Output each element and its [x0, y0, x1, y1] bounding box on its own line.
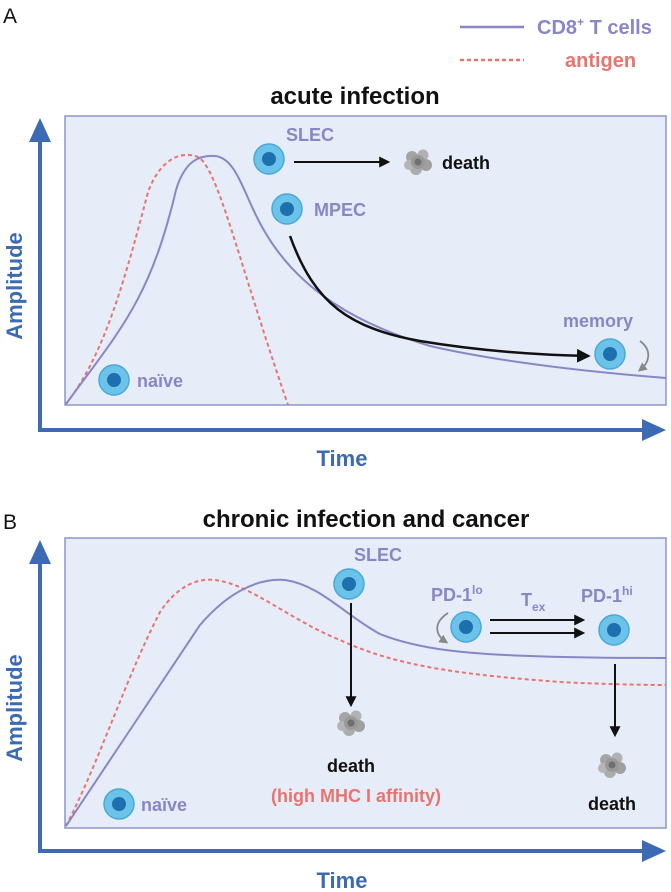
panel-b-slec-label: SLEC — [354, 545, 402, 565]
panel-b-naive-label: naïve — [141, 795, 187, 815]
panel-a-mpec-label: MPEC — [314, 200, 366, 220]
panel-a-mpec-cell — [271, 193, 303, 225]
panel-b-pd1-hi-label: PD-1hi — [581, 584, 633, 606]
panel-a-naive-cell — [98, 364, 130, 396]
panel-b-affinity-label: (high MHC I affinity) — [271, 786, 441, 806]
panel-b-x-axis-arrowhead — [642, 840, 666, 862]
panel-b-tcell-curve — [65, 578, 667, 827]
panel-a-slec-cell — [253, 143, 285, 175]
legend-antigen-label: antigen — [565, 50, 636, 72]
panel-b-tex-label: Tex — [521, 590, 546, 614]
panel-b-slec-cell — [333, 568, 365, 600]
panel-a-x-label: Time — [317, 446, 368, 471]
panel-a-title: acute infection — [270, 83, 439, 110]
panel-b-self-renew-icon — [436, 612, 449, 644]
panel-b: B chronic infection and cancer Amplitude… — [2, 506, 667, 892]
legend: CD8+ T cells antigen — [460, 15, 652, 72]
panel-a-slec-label: SLEC — [286, 125, 334, 145]
panel-a-y-axis-arrowhead — [29, 118, 51, 142]
panel-b-pd1-hi-cell — [598, 614, 630, 646]
panel-a-death-label: death — [442, 153, 490, 173]
panel-b-title: chronic infection and cancer — [203, 506, 530, 533]
panel-b-pd1-lo-label: PD-1lo — [431, 583, 483, 605]
panel-b-letter: B — [3, 511, 17, 534]
legend-tcells-label: CD8+ T cells — [537, 15, 652, 39]
panel-a-naive-label: naïve — [137, 371, 183, 391]
panel-b-y-axis-arrowhead — [29, 540, 51, 564]
panel-a-antigen-curve — [65, 153, 289, 406]
panel-b-plot-area — [64, 537, 667, 829]
panel-a-memory-arrow — [288, 235, 591, 363]
panel-b-antigen-curve — [65, 578, 667, 827]
panel-a-memory-cell — [594, 338, 626, 370]
panel-a-letter: A — [3, 5, 17, 28]
panel-a-self-renew-icon — [637, 340, 650, 372]
panel-b-death-label-1: death — [327, 756, 375, 776]
panel-b-naive-cell — [103, 788, 135, 820]
panel-a-x-axis-arrowhead — [642, 419, 666, 441]
panel-b-x-label: Time — [317, 868, 368, 892]
panel-b-y-label: Amplitude — [2, 654, 27, 762]
panel-a: A acute infection Amplitude Time SLEC de… — [2, 5, 667, 471]
panel-a-tcell-curve — [65, 154, 667, 405]
panel-b-death-label-2: death — [588, 794, 636, 814]
panel-a-memory-label: memory — [563, 311, 633, 331]
panel-b-pd1-lo-cell — [450, 611, 482, 643]
panel-a-y-label: Amplitude — [2, 232, 27, 340]
